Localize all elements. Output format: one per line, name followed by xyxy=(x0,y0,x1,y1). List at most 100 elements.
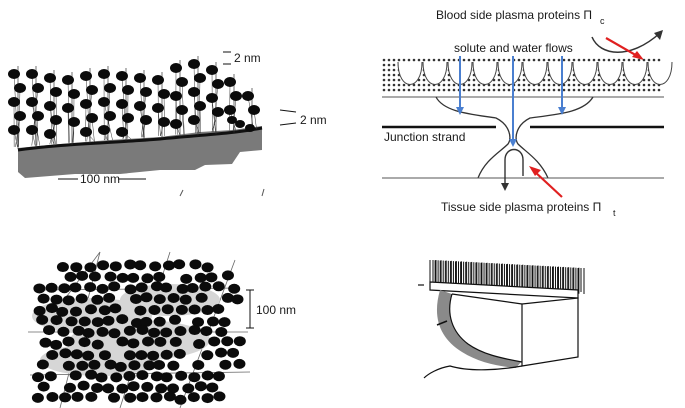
glycocalyx-arch xyxy=(547,61,573,85)
molecule-dot xyxy=(62,103,74,113)
glycocalyx-dot xyxy=(517,83,521,87)
molecule-dot xyxy=(46,350,59,361)
molecule-dot xyxy=(140,316,153,327)
molecule-dot xyxy=(84,304,97,315)
curved-arrow-head xyxy=(654,30,663,40)
glycocalyx-dot xyxy=(447,58,451,62)
molecule-dot xyxy=(62,75,74,85)
molecule-dot xyxy=(86,85,98,95)
molecule-dot xyxy=(50,339,63,350)
molecule-dot xyxy=(221,270,234,281)
glycocalyx-dot xyxy=(587,58,591,62)
glycocalyx-dot xyxy=(407,88,411,92)
glycocalyx-dot xyxy=(647,88,651,92)
glycocalyx-dot xyxy=(597,78,601,82)
glycocalyx-dot xyxy=(602,88,606,92)
glycocalyx-dot xyxy=(542,83,546,87)
molecule-dot xyxy=(134,260,147,271)
curved-vessel-wall-gray xyxy=(436,290,521,368)
fiber-strand xyxy=(141,91,147,138)
glycocalyx-dot xyxy=(517,58,521,62)
glycocalyx-dot xyxy=(387,88,391,92)
molecule-dot xyxy=(32,83,44,93)
glycocalyx-dot xyxy=(557,58,561,62)
molecule-dot xyxy=(206,65,218,75)
glycocalyx-dot xyxy=(597,88,601,92)
molecule-dot xyxy=(98,350,111,361)
glycocalyx-dot xyxy=(482,88,486,92)
molecule-dot xyxy=(166,383,179,394)
glycocalyx-dot xyxy=(637,88,641,92)
return-flow-arrow-head xyxy=(501,183,509,191)
molecule-dot xyxy=(123,350,136,361)
molecule-dot xyxy=(208,336,221,347)
glycocalyx-dot xyxy=(642,58,646,62)
glycocalyx-dot xyxy=(572,88,576,92)
scale-label-2nm-top: 2 nm xyxy=(234,51,261,65)
molecule-dot xyxy=(188,325,201,336)
glycocalyx-dot xyxy=(582,58,586,62)
molecule-dot xyxy=(130,317,143,328)
glycocalyx-dot xyxy=(592,58,596,62)
glycocalyx-dot xyxy=(387,83,391,87)
molecule-dot xyxy=(104,359,117,370)
glycocalyx-dot xyxy=(607,88,611,92)
glycocalyx-dot xyxy=(577,58,581,62)
molecule-dot xyxy=(170,91,182,101)
glycocalyx-dot xyxy=(492,88,496,92)
molecule-dot xyxy=(201,350,214,361)
molecule-dot xyxy=(188,372,201,383)
glycocalyx-dot xyxy=(637,83,641,87)
molecule-dot xyxy=(248,105,260,115)
molecule-dot xyxy=(143,360,156,371)
molecule-dot xyxy=(148,327,161,338)
molecule-dot xyxy=(153,316,166,327)
glycocalyx-dot xyxy=(637,58,641,62)
glycocalyx-dot xyxy=(632,58,636,62)
glycocalyx-dot xyxy=(442,58,446,62)
glycocalyx-arch xyxy=(622,61,648,85)
molecule-dot xyxy=(141,273,154,284)
molecule-dot xyxy=(63,382,76,393)
molecule-dot xyxy=(173,348,186,359)
molecule-dot xyxy=(44,129,56,139)
molecule-dot xyxy=(69,282,82,293)
molecule-dot xyxy=(127,272,140,283)
glycocalyx-dot xyxy=(527,88,531,92)
glycocalyx-dot xyxy=(397,83,401,87)
glycocalyx-dot xyxy=(592,83,596,87)
molecule-dot xyxy=(123,325,136,336)
molecule-dot xyxy=(62,336,75,347)
glycocalyx-dot xyxy=(537,83,541,87)
glycocalyx-dot xyxy=(572,83,576,87)
molecule-dot xyxy=(182,383,195,394)
glycocalyx-dot xyxy=(652,58,656,62)
molecule-dot xyxy=(205,272,218,283)
glycocalyx-dot xyxy=(547,78,551,82)
molecule-dot xyxy=(80,99,92,109)
glycocalyx-arches xyxy=(397,61,673,85)
molecule-dot xyxy=(170,63,182,73)
molecule-dot xyxy=(36,314,49,325)
molecule-dot xyxy=(37,381,50,392)
molecule-dot xyxy=(207,316,220,327)
return-flow-u-turn xyxy=(504,148,524,186)
glycocalyx-dot xyxy=(467,83,471,87)
top-view-molecule-dots xyxy=(31,259,246,405)
molecule-dot xyxy=(127,338,140,349)
glycocalyx-dot xyxy=(562,58,566,62)
glycocalyx-dot xyxy=(392,58,396,62)
glycocalyx-dot xyxy=(492,58,496,62)
molecule-dot xyxy=(91,294,104,305)
blood-side-subscript: c xyxy=(600,16,605,26)
glycocalyx-dot xyxy=(482,58,486,62)
molecule-dot xyxy=(192,317,205,328)
molecule-dot xyxy=(134,73,146,83)
fiber-strand xyxy=(193,91,198,134)
molecule-dot xyxy=(212,281,225,292)
molecule-dot xyxy=(141,381,154,392)
molecule-dot xyxy=(155,383,168,394)
glycocalyx-dot xyxy=(412,83,416,87)
panel-d-3d-block xyxy=(418,260,585,379)
molecule-dot xyxy=(37,293,50,304)
